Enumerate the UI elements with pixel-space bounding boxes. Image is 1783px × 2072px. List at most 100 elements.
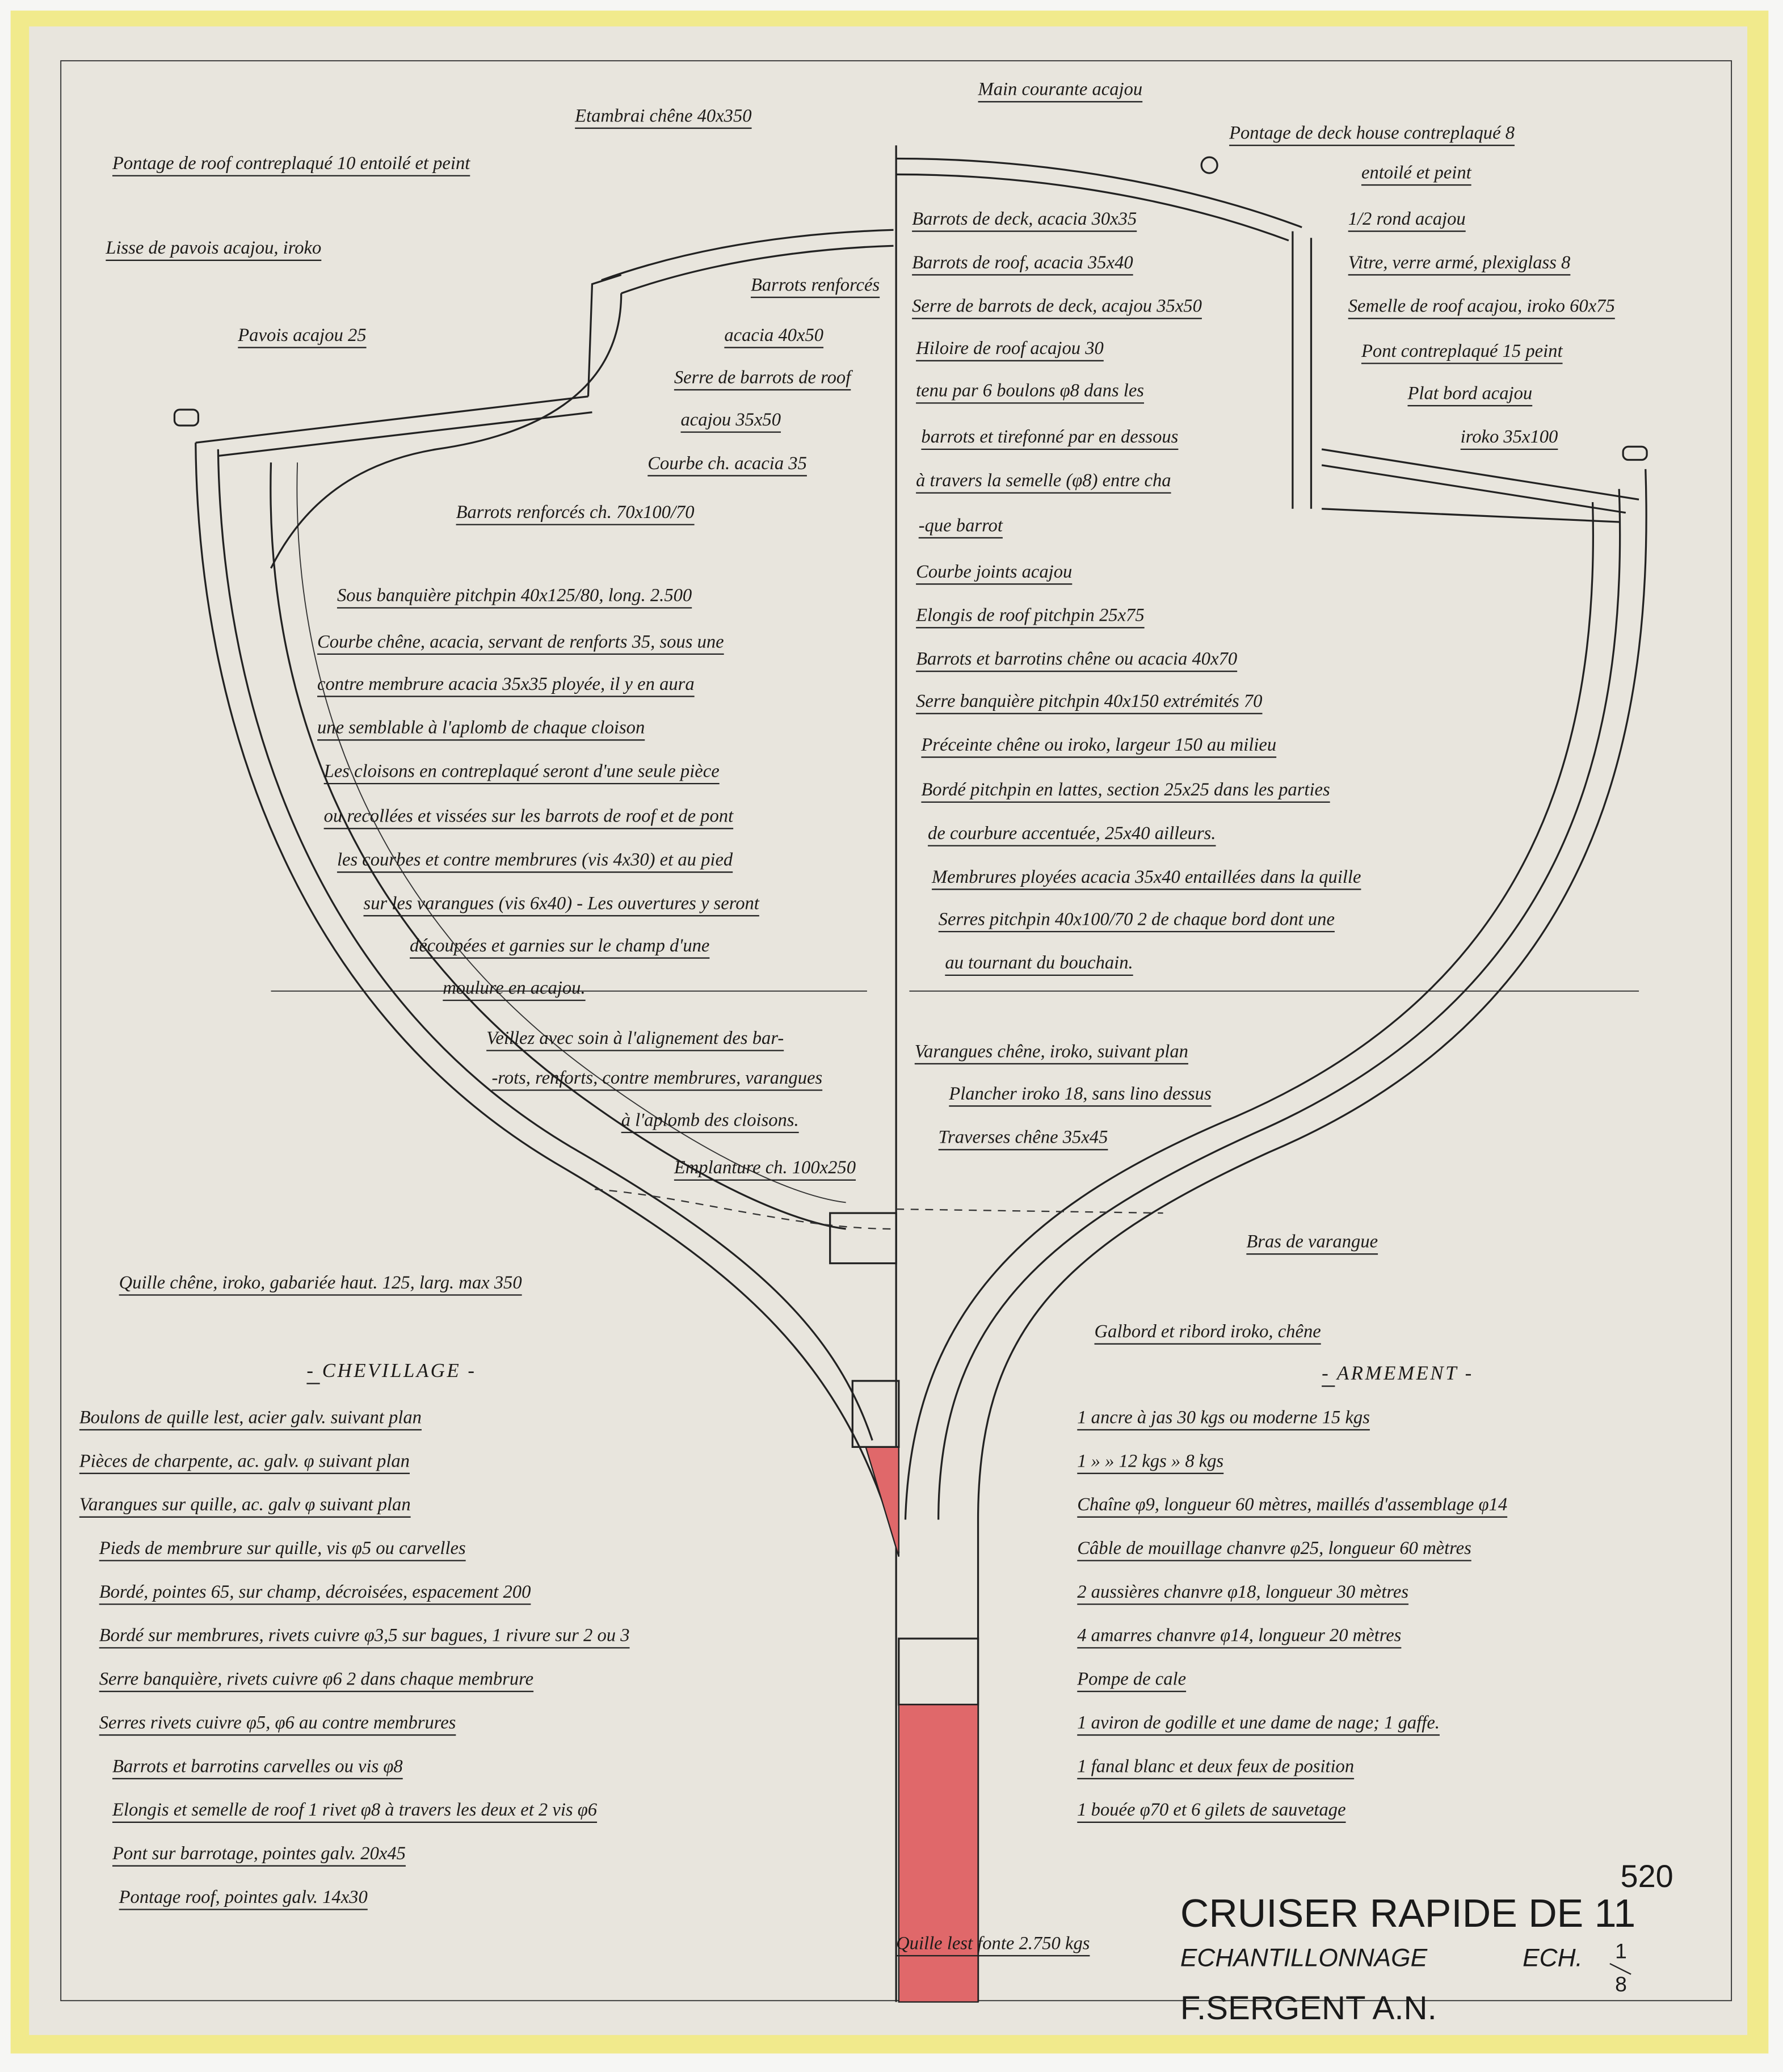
annotation-label: Barrots de roof, acacia 35x40 — [912, 252, 1133, 273]
annotation-label: barrots et tirefonné par en dessous — [921, 427, 1178, 447]
annotation-label: contre membrure acacia 35x35 ployée, il … — [317, 674, 695, 694]
annotation-label: Lisse de pavois acajou, iroko — [105, 238, 321, 258]
scale-label: ECH. — [1523, 1944, 1583, 1972]
annotation-label: Membrures ployées acacia 35x40 entaillée… — [931, 867, 1361, 887]
annotation-label: moulure en acajou. — [443, 978, 585, 998]
annotation-label: Barrots de deck, acacia 30x35 — [912, 209, 1137, 229]
annotation-label: Courbe chêne, acacia, servant de renfort… — [317, 631, 724, 652]
annotation-label: Les cloisons en contreplaqué seront d'un… — [323, 761, 720, 782]
annotation-label: Etambrai chêne 40x350 — [574, 106, 751, 126]
deck-right-roof — [896, 157, 1302, 229]
annotation-label: Vitre, verre armé, plexiglass 8 — [1348, 252, 1571, 273]
chevillage-heading: - CHEVILLAGE - — [306, 1359, 476, 1382]
chevillage-list: - CHEVILLAGE - Boulons de quille lest, ac… — [79, 1359, 630, 1910]
hull-inner-right — [937, 488, 1621, 1520]
armement-list: - ARMEMENT - 1 ancre à jas 30 kgs ou mode… — [1076, 1362, 1507, 1823]
armement-item: 1 ancre à jas 30 kgs ou moderne 15 kgs — [1077, 1407, 1370, 1427]
annotation-label: les courbes et contre membrures (vis 4x3… — [337, 850, 733, 870]
deck-right-roof-under — [896, 173, 1289, 242]
annotation-label: sur les varangues (vis 6x40) - Les ouver… — [364, 893, 760, 913]
armement-heading: - ARMEMENT - — [1322, 1362, 1474, 1384]
roof-knee-left — [270, 293, 623, 569]
annotation-label: Serre de barrots de roof — [674, 367, 853, 388]
annotation-label: Pavois acajou 25 — [237, 325, 366, 346]
annotation-label: à travers la semelle (φ8) entre cha — [916, 470, 1171, 491]
roof-left — [601, 229, 894, 281]
annotation-label: Plat bord acajou — [1407, 383, 1533, 403]
bulwark-cap-right — [1622, 445, 1648, 461]
title-block: 520 CRUISER RAPIDE DE 11 ECHANTILLONNAGE… — [1180, 1858, 1673, 2027]
chevillage-item: Barrots et barrotins carvelles ou vis φ8 — [112, 1756, 403, 1776]
annotation-label: Courbe ch. acacia 35 — [647, 453, 807, 474]
annotation-label: Hiloire de roof acajou 30 — [915, 338, 1104, 359]
annotation-label: Sous banquière pitchpin 40x125/80, long.… — [337, 586, 692, 606]
scale-numerator: 1 — [1615, 1939, 1627, 1963]
annotation-label: iroko 35x100 — [1461, 427, 1558, 447]
annotation-label: Traverses chêne 35x45 — [939, 1127, 1108, 1148]
armement-item: 1 bouée φ70 et 6 gilets de sauvetage — [1077, 1800, 1345, 1820]
hull-section — [173, 145, 1648, 2003]
annotation-label: Pontage de deck house contreplaqué 8 — [1229, 123, 1515, 144]
chevillage-item: Bordé sur membrures, rivets cuivre φ3,5 … — [99, 1625, 630, 1646]
frame-left — [270, 462, 846, 1230]
annotation-label: au tournant du bouchain. — [945, 953, 1133, 973]
deck-beam-right — [1322, 508, 1620, 523]
keel-left — [851, 1380, 900, 1448]
sheet-number: 520 — [1620, 1858, 1673, 1894]
annotation-label: Pontage de roof contreplaqué 10 entoilé … — [112, 153, 470, 174]
frame-right — [904, 502, 1595, 1520]
hull-outer-right — [977, 469, 1647, 2002]
roof-coaming-left — [587, 273, 622, 397]
chevillage-item: Pièces de charpente, ac. galv. φ suivant… — [79, 1451, 410, 1471]
drawing-title: CRUISER RAPIDE DE 11 — [1180, 1891, 1635, 1935]
chevillage-item: Elongis et semelle de roof 1 rivet φ8 à … — [112, 1800, 598, 1820]
deck-left-under — [218, 411, 592, 457]
deck-right-under — [1321, 464, 1626, 514]
annotation-label: acacia 40x50 — [724, 325, 823, 346]
floor-left — [595, 1189, 894, 1230]
annotation-label: 1/2 rond acajou — [1348, 209, 1466, 229]
annotation-label: Barrots et barrotins chêne ou acacia 40x… — [916, 649, 1237, 669]
armement-item: 1 fanal blanc et deux feux de position — [1077, 1756, 1354, 1776]
annotation-label: découpées et garnies sur le champ d'une — [410, 936, 709, 956]
armement-item: 4 amarres chanvre φ14, longueur 20 mètre… — [1077, 1625, 1401, 1646]
armement-item: Chaîne φ9, longueur 60 mètres, maillés d… — [1077, 1494, 1507, 1515]
deck-right — [1321, 448, 1639, 501]
chevillage-item: Boulons de quille lest, acier galv. suiv… — [79, 1407, 422, 1427]
chevillage-item: Serre banquière, rivets cuivre φ6 2 dans… — [99, 1669, 533, 1690]
armement-item: Pompe de cale — [1076, 1669, 1186, 1690]
mast-step — [829, 1212, 897, 1265]
annotation-label: de courbure accentuée, 25x40 ailleurs. — [928, 823, 1216, 844]
annotation-label: Barrots renforcés ch. 70x100/70 — [456, 502, 695, 523]
annotation-label: Veillez avec soin à l'alignement des bar… — [486, 1028, 784, 1048]
scale-denominator: 8 — [1615, 1972, 1627, 1996]
annotation-label: Quille lest fonte 2.750 kgs — [896, 1933, 1090, 1953]
drawing-subtitle: ECHANTILLONNAGE — [1180, 1944, 1428, 1972]
chevillage-item: Pontage roof, pointes galv. 14x30 — [119, 1887, 368, 1907]
annotation-label: Elongis de roof pitchpin 25x75 — [915, 605, 1145, 626]
annotation-label: tenu par 6 boulons φ8 dans les — [916, 381, 1144, 401]
chevillage-item: Bordé, pointes 65, sur champ, décroisées… — [99, 1582, 531, 1602]
annotation-label: Varangues chêne, iroko, suivant plan — [915, 1041, 1188, 1062]
coaming-right — [1292, 231, 1313, 509]
chevillage-item: Varangues sur quille, ac. galv φ suivant… — [79, 1494, 411, 1515]
armement-item: 1 aviron de godille et une dame de nage;… — [1077, 1712, 1440, 1733]
annotation-label: Bordé pitchpin en lattes, section 25x25 … — [921, 780, 1330, 800]
annotation-label: acajou 35x50 — [681, 410, 781, 430]
annotation-label: ou recollées et vissées sur les barrots … — [324, 806, 734, 827]
annotation-label: Galbord et ribord iroko, chêne — [1095, 1321, 1321, 1342]
annotation-label: une semblable à l'aplomb de chaque clois… — [317, 718, 645, 738]
armement-item: Câble de mouillage chanvre φ25, longueur… — [1077, 1538, 1471, 1559]
deck-left — [195, 395, 588, 444]
scale-bar — [1609, 1962, 1631, 1975]
armement-item: 2 aussières chanvre φ18, longueur 30 mèt… — [1077, 1582, 1408, 1602]
annotation-label: Plancher iroko 18, sans lino dessus — [948, 1084, 1211, 1104]
annotation-label: Semelle de roof acajou, iroko 60x75 — [1348, 296, 1615, 317]
hull-outer-left — [195, 443, 900, 1553]
designer: F.SERGENT A.N. — [1180, 1990, 1437, 2027]
annotation-label: Emplanture ch. 100x250 — [674, 1157, 856, 1178]
annotation-label: Barrots renforcés — [751, 275, 880, 295]
roof-left-under — [621, 245, 894, 294]
